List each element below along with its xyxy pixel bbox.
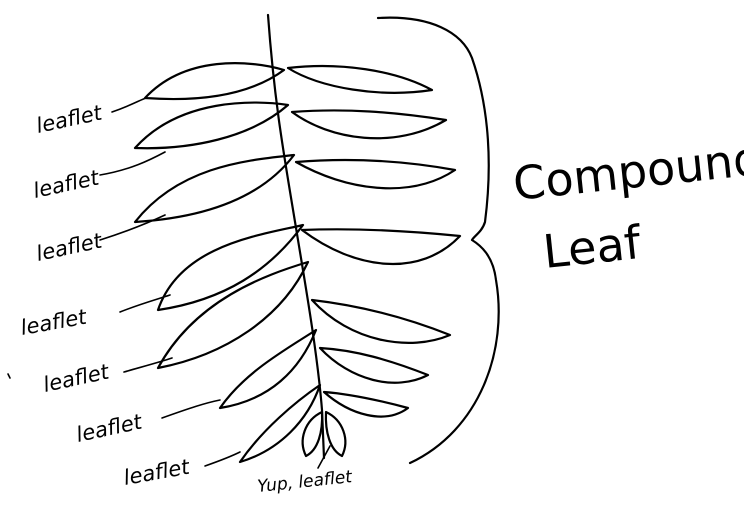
leaflet-left-6 <box>220 330 316 408</box>
leaflet-label-5: leaflet <box>41 359 112 396</box>
leaflet-left-3 <box>135 155 294 222</box>
title-line-2: Leaf <box>541 215 645 279</box>
leaflet-right-3 <box>296 160 455 188</box>
bottom-leaflet-label: Yup, leaflet <box>256 467 354 497</box>
pointer-line-1 <box>112 98 146 112</box>
leaflet-right-7 <box>324 392 408 417</box>
leaflet-right-5 <box>312 300 450 343</box>
leaflet-label-7: leaflet <box>122 455 192 490</box>
leaflet-right-1 <box>288 66 432 93</box>
pointer-line-6 <box>162 400 220 418</box>
leaflet-right-4 <box>302 229 460 264</box>
pointer-line-3 <box>100 215 165 240</box>
leaflet-left-4 <box>158 225 303 310</box>
leaflet-right-2 <box>292 110 446 138</box>
leaflet-right-6 <box>320 348 428 383</box>
leaflet-label-6: leaflet <box>74 409 145 446</box>
stray-mark <box>8 374 10 378</box>
leaflet-left-1 <box>145 63 284 99</box>
leaflet-left-5 <box>158 262 308 368</box>
terminal-leaflet-left <box>303 412 322 456</box>
title-line-1: Compound <box>511 131 744 211</box>
leaflet-label-2: leaflet <box>31 165 102 202</box>
leaflet-label-3: leaflet <box>34 228 105 265</box>
curly-brace <box>378 18 499 463</box>
leaflet-left-2 <box>135 103 288 149</box>
pointer-line-2 <box>100 152 165 175</box>
pointer-line-7 <box>205 452 240 466</box>
leaflet-label-4: leaflet <box>19 305 89 340</box>
leaflet-label-1: leaflet <box>34 100 105 137</box>
pointer-line-5 <box>124 358 172 372</box>
